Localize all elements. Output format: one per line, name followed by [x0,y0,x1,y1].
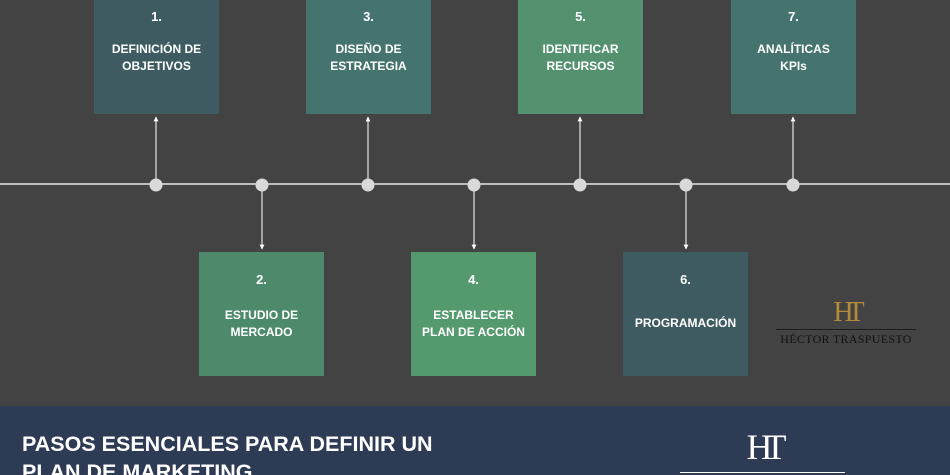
step-number-4: 4. [468,272,479,287]
timeline-dot-7 [786,178,800,192]
step-number-5: 5. [575,9,586,24]
step-label-2: ESTUDIO DE MERCADO [224,308,299,339]
footer-logo-rule [680,472,845,473]
timeline-dot-1 [149,178,163,192]
footer-logo: HT [680,428,845,473]
footer-monogram: HT [746,427,787,467]
timeline-dot-5 [573,178,587,192]
step-label-7: ANALÍTICAS KPIs [757,42,830,73]
step-box-3: 3. DISEÑO DE ESTRATEGIA [306,0,431,114]
timeline [0,116,950,250]
brand-rule [776,329,916,330]
step-box-6: 6. PROGRAMACIÓN [623,252,748,376]
step-box-1: 1. DEFINICIÓN DE OBJETIVOS [94,0,219,114]
footer-banner: PASOS ESENCIALES PARA DEFINIR UN PLAN DE… [0,406,950,475]
step-box-7: 7. ANALÍTICAS KPIs [731,0,856,114]
step-number-7: 7. [788,9,799,24]
step-number-3: 3. [363,9,374,24]
step-label-3: DISEÑO DE ESTRATEGIA [330,42,407,73]
step-label-1: DEFINICIÓN DE OBJETIVOS [111,42,202,73]
brand-logo: HT HÉCTOR TRASPUESTO [776,298,916,346]
step-box-2: 2. ESTUDIO DE MERCADO [199,252,324,376]
timeline-dot-4 [467,178,481,192]
step-box-5: 5. IDENTIFICAR RECURSOS [518,0,643,114]
brand-name: HÉCTOR TRASPUESTO [780,332,912,346]
step-label-6: PROGRAMACIÓN [634,316,737,330]
step-label-4: ESTABLECER PLAN DE ACCIÓN [422,308,525,339]
timeline-dot-3 [361,178,375,192]
step-number-1: 1. [151,9,162,24]
timeline-dot-6 [679,178,693,192]
brand-monogram: HT [833,297,864,328]
step-box-4: 4. ESTABLECER PLAN DE ACCIÓN [411,252,536,376]
footer-title: PASOS ESENCIALES PARA DEFINIR UN PLAN DE… [22,432,433,475]
step-label-5: IDENTIFICAR RECURSOS [542,42,619,73]
timeline-dot-2 [255,178,269,192]
step-number-2: 2. [256,272,267,287]
step-number-6: 6. [680,272,691,287]
